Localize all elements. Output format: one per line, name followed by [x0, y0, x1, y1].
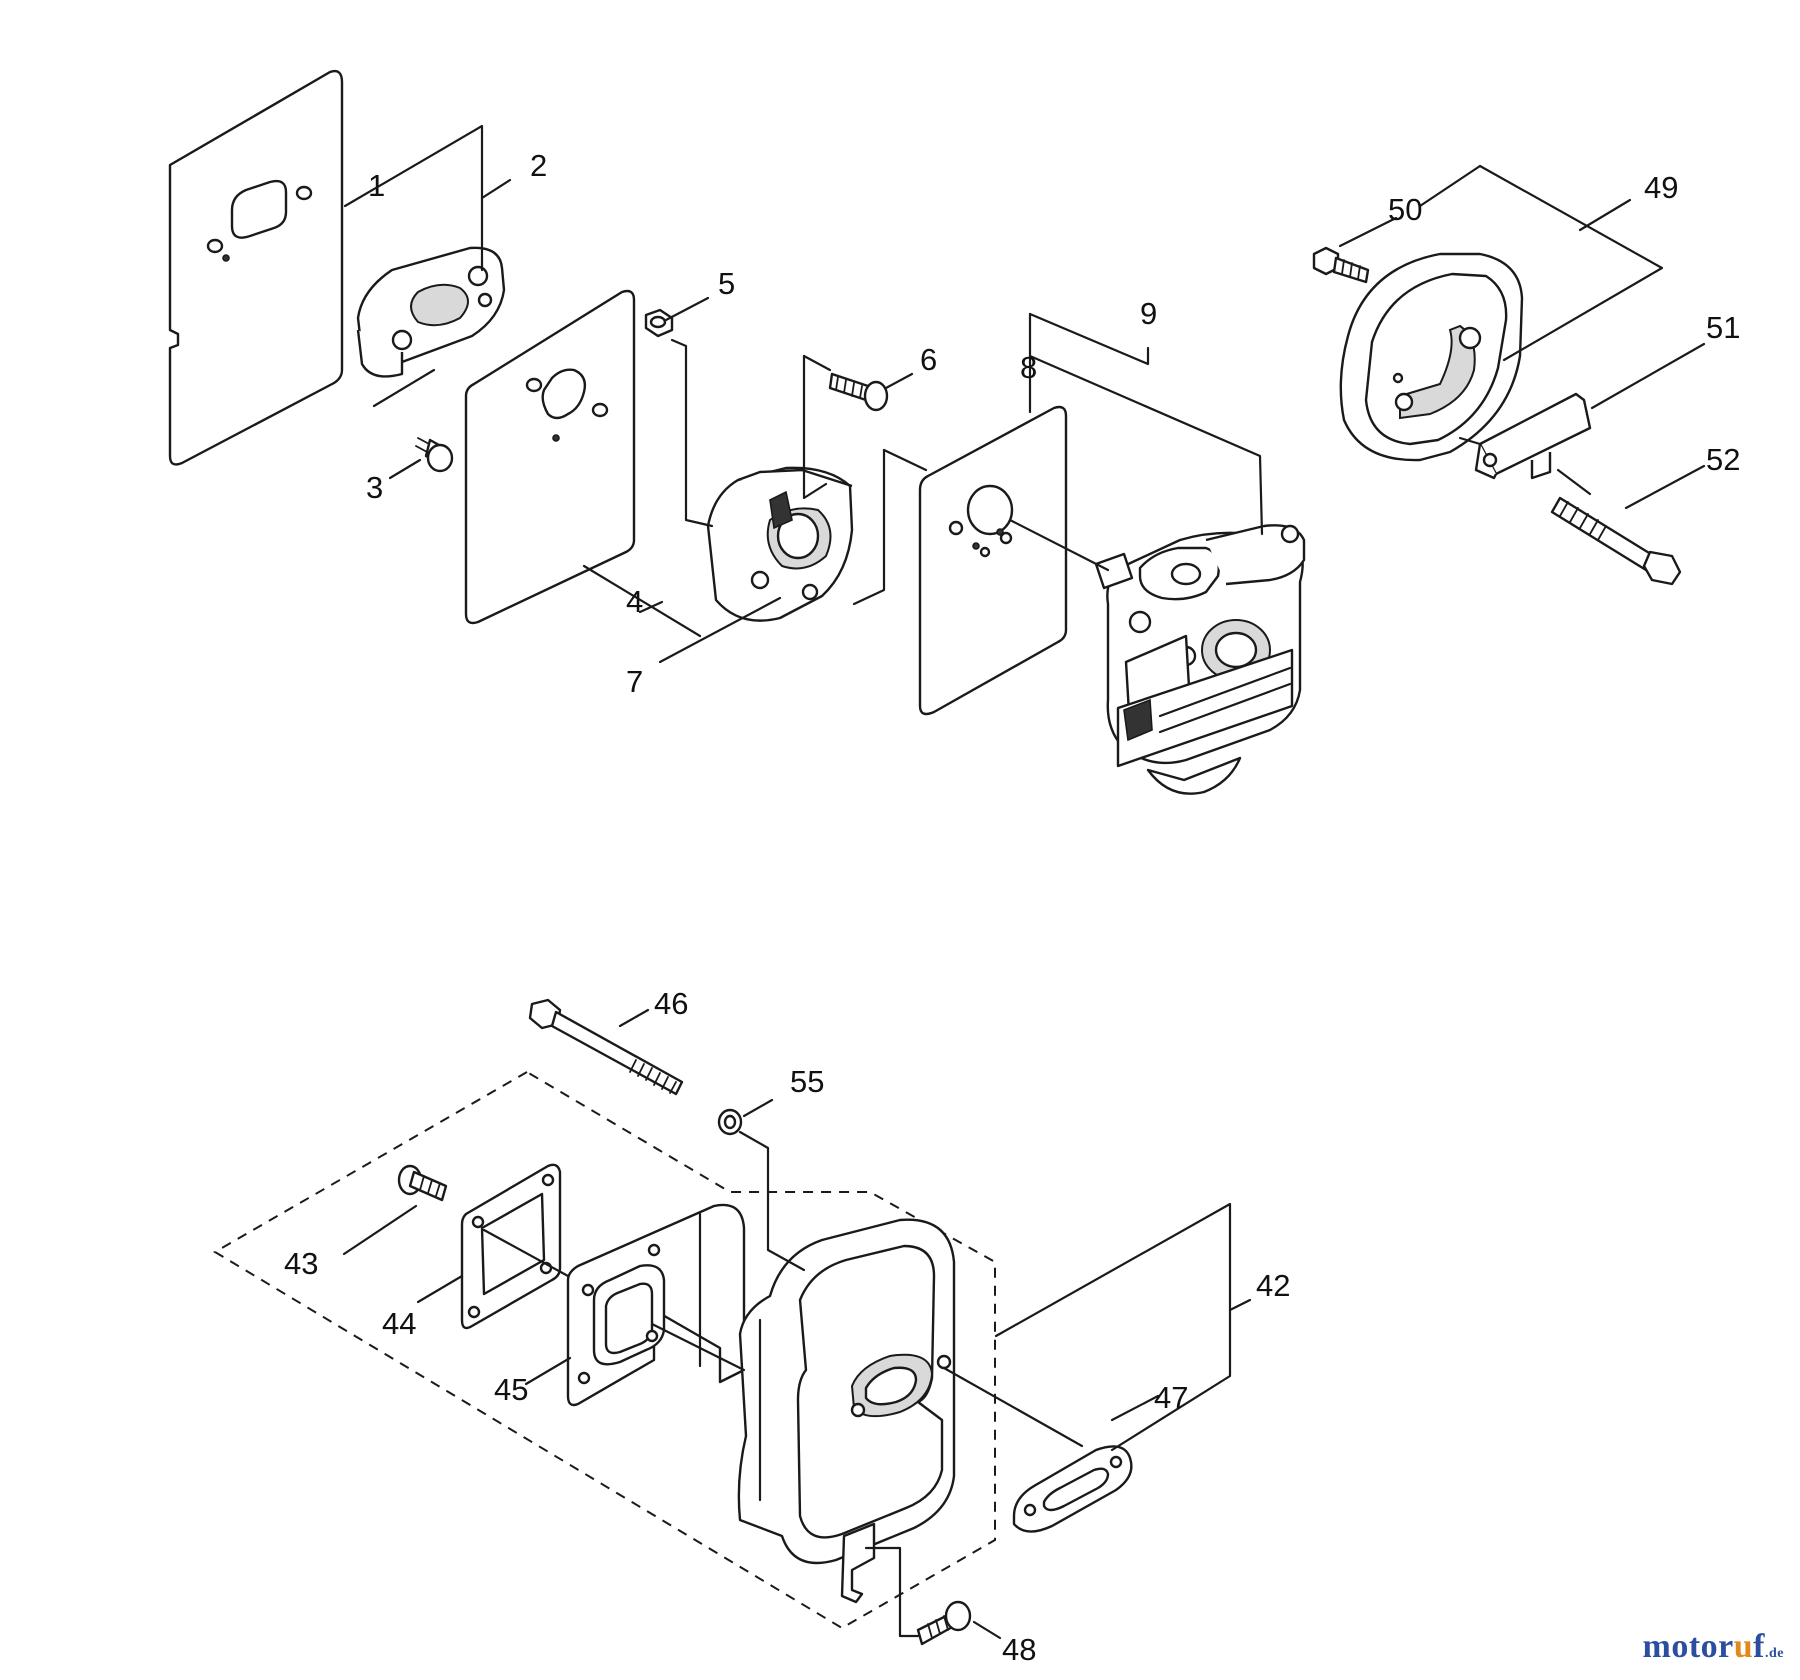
- bracket-part-51: [1474, 392, 1592, 480]
- gasket-part-4: [464, 289, 636, 625]
- muffler-part-42: [737, 1218, 956, 1604]
- callout-45: 45: [494, 1372, 528, 1407]
- gasket-part-44: [460, 1163, 562, 1330]
- upper-leader-lines: [343, 124, 1706, 664]
- callout-5: 5: [718, 266, 735, 301]
- callout-9: 9: [1140, 296, 1157, 331]
- callout-55: 55: [790, 1064, 824, 1099]
- callout-49: 49: [1644, 170, 1678, 205]
- nut-part-5: [644, 308, 674, 338]
- gasket-part-8: [918, 405, 1068, 716]
- callout-8: 8: [1020, 350, 1037, 385]
- carburetor-part-9: [1094, 524, 1306, 795]
- gasket-part-1: [168, 69, 344, 466]
- heat-shield-part-45: [566, 1203, 746, 1407]
- watermark-tld: .de: [1765, 1646, 1784, 1661]
- callout-labels: 1 2 3 4 5 6 7 8 9 50 49 51 52 46 55 43 4…: [284, 148, 1740, 1667]
- callout-42: 42: [1256, 1268, 1290, 1303]
- intake-block-part-7: [706, 466, 854, 622]
- callout-7: 7: [626, 664, 643, 699]
- watermark-brand-b: u: [1733, 1628, 1754, 1665]
- motoruf-watermark: motoruf.de: [1643, 1628, 1785, 1666]
- callout-43: 43: [284, 1246, 318, 1281]
- callout-48: 48: [1002, 1632, 1036, 1667]
- callout-44: 44: [382, 1306, 416, 1341]
- watermark-brand-a: motor: [1642, 1628, 1734, 1665]
- bolt-part-6: [828, 372, 889, 412]
- bolt-part-52: [1550, 496, 1682, 586]
- screw-part-48: [916, 1600, 972, 1646]
- lower-leader-lines: [342, 1008, 1252, 1640]
- callout-52: 52: [1706, 442, 1740, 477]
- washer-part-55: [717, 1108, 743, 1136]
- callout-47: 47: [1154, 1380, 1188, 1415]
- screw-part-3: [415, 437, 454, 473]
- gasket-part-47: [1012, 1445, 1133, 1533]
- screw-part-43: [397, 1164, 448, 1202]
- callout-46: 46: [654, 986, 688, 1021]
- watermark-brand-c: f: [1753, 1628, 1765, 1665]
- muffler-assembly-outline: [213, 1070, 996, 1630]
- callout-2: 2: [530, 148, 547, 183]
- insulator-part-2: [356, 246, 506, 378]
- callout-1: 1: [368, 168, 385, 203]
- bolt-part-46: [528, 998, 684, 1096]
- callout-51: 51: [1706, 310, 1740, 345]
- callout-4: 4: [626, 584, 643, 619]
- callout-50: 50: [1388, 192, 1422, 227]
- bolt-part-50: [1312, 246, 1370, 284]
- callout-3: 3: [366, 470, 383, 505]
- callout-6: 6: [920, 342, 937, 377]
- filter-case-part-49: [1339, 252, 1524, 462]
